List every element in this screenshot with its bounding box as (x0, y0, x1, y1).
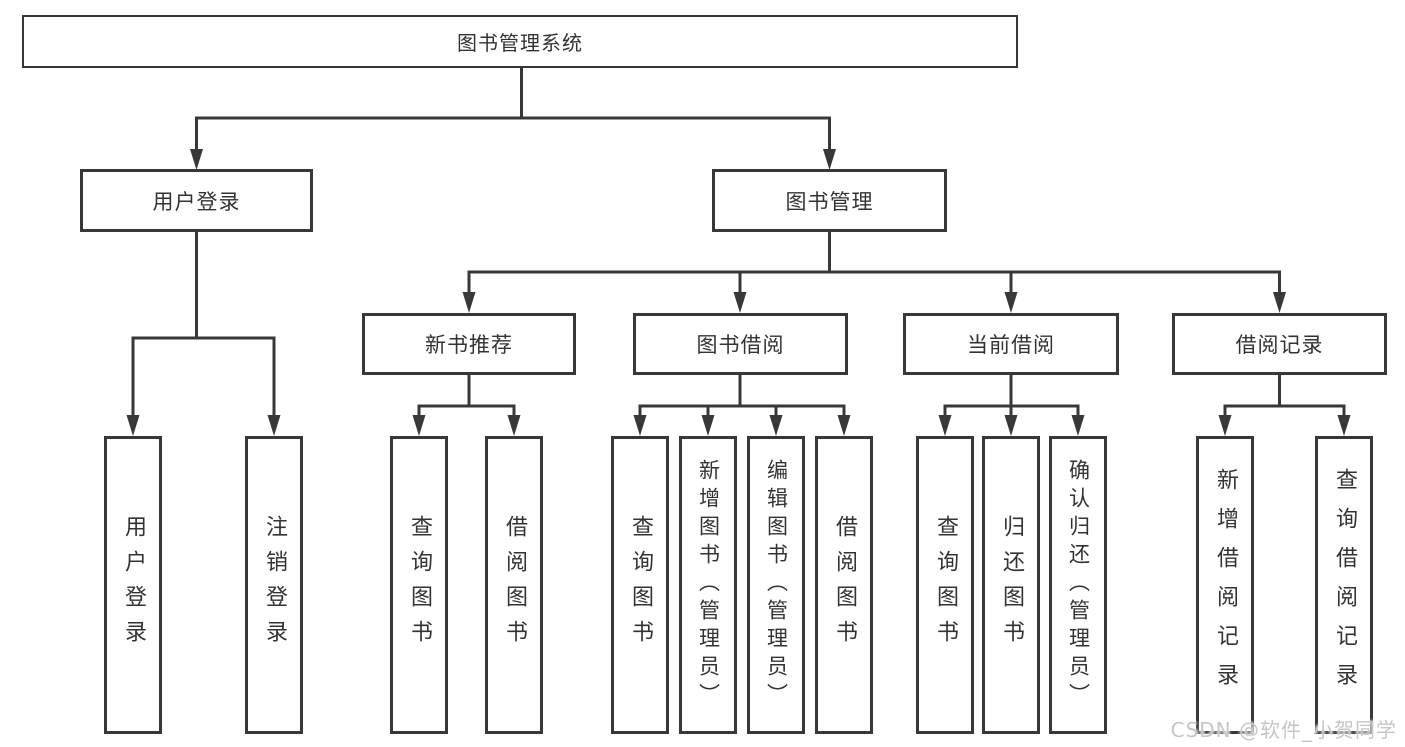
leaf-label: 查询借阅记录 (1332, 468, 1357, 702)
leaf-label: 新增借阅记录 (1213, 468, 1238, 702)
leaf-label: 借阅图书 (502, 515, 527, 655)
leaf-query-books-3: 查询图书 (916, 436, 974, 734)
leaf-borrow-books-1: 借阅图书 (485, 436, 543, 734)
leaf-add-book-admin: 新增图书（管理员） (679, 436, 737, 734)
leaf-label: 确认归还（管理员） (1066, 459, 1091, 711)
node-label: 当前借阅 (967, 333, 1055, 357)
connector-lines (131, 68, 1346, 417)
node-label: 图书管理 (785, 189, 874, 214)
node-label: 新书推荐 (425, 333, 513, 357)
leaf-query-borrow-record: 查询借阅记录 (1315, 436, 1373, 734)
leaf-label: 新增图书（管理员） (696, 459, 721, 711)
node-label: 借阅记录 (1235, 333, 1324, 357)
node-new-book-recommend: 新书推荐 (362, 313, 576, 375)
leaf-borrow-books-2: 借阅图书 (815, 436, 873, 734)
leaf-label: 注销登录 (262, 515, 287, 655)
leaf-label: 借阅图书 (832, 515, 857, 655)
leaf-confirm-return-admin: 确认归还（管理员） (1049, 436, 1107, 734)
leaf-label: 查询图书 (407, 515, 432, 655)
leaf-query-books-2: 查询图书 (611, 436, 669, 734)
arrowheads (126, 149, 1351, 436)
node-user-login: 用户登录 (80, 169, 313, 232)
leaf-return-books: 归还图书 (982, 436, 1040, 734)
node-book-borrow: 图书借阅 (633, 313, 848, 375)
node-label: 用户登录 (152, 189, 241, 214)
leaf-label: 归还图书 (999, 515, 1024, 655)
node-label: 图书管理系统 (457, 31, 583, 55)
leaf-logout: 注销登录 (245, 436, 303, 734)
leaf-edit-book-admin: 编辑图书（管理员） (747, 436, 805, 734)
leaf-label: 编辑图书（管理员） (764, 459, 789, 711)
node-label: 图书借阅 (696, 333, 785, 357)
node-library-system: 图书管理系统 (22, 15, 1018, 68)
leaf-label: 用户登录 (121, 515, 146, 655)
csdn-watermark: CSDN @软件_小贺同学 (1170, 718, 1397, 742)
node-borrow-records: 借阅记录 (1172, 313, 1387, 375)
leaf-add-borrow-record: 新增借阅记录 (1196, 436, 1254, 734)
leaf-label: 查询图书 (933, 515, 958, 655)
leaf-label: 查询图书 (628, 515, 653, 655)
node-current-borrow: 当前借阅 (903, 313, 1119, 375)
leaf-query-books-1: 查询图书 (390, 436, 448, 734)
leaf-user-login: 用户登录 (104, 436, 162, 734)
node-book-management: 图书管理 (712, 169, 947, 232)
